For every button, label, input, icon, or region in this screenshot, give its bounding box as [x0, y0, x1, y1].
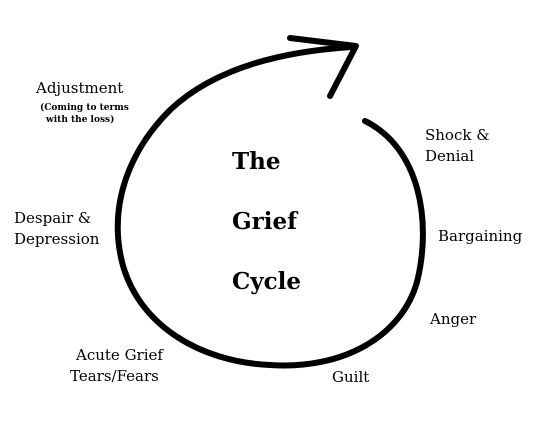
title-the: The	[232, 148, 281, 175]
stage-depression-line2: Depression	[14, 230, 100, 248]
title-cycle: Cycle	[232, 268, 302, 295]
stage-shock-denial: Shock & Denial	[425, 125, 490, 167]
stage-denial-line2: Denial	[425, 147, 475, 165]
stage-acute-line1: Acute Grief	[76, 346, 163, 364]
stage-guilt: Guilt	[332, 368, 370, 386]
stage-adjustment-note: (Coming to terms with the loss)	[40, 102, 129, 126]
adjustment-note-line2: with the loss)	[46, 115, 115, 125]
title-grief: Grief	[232, 208, 298, 235]
arrowhead-icon	[287, 35, 359, 99]
stage-adjustment: Adjustment	[36, 79, 124, 97]
stage-anger: Anger	[430, 310, 477, 328]
stage-acute-line2: Tears/Fears	[70, 367, 159, 385]
stage-acute-grief: Acute Grief Tears/Fears	[70, 345, 163, 387]
stage-shock-line1: Shock &	[425, 126, 490, 144]
cycle-arrow-path	[114, 44, 426, 369]
stage-despair-depression: Despair & Depression	[14, 208, 99, 250]
adjustment-note-line1: (Coming to terms	[40, 103, 129, 113]
stage-bargaining: Bargaining	[438, 227, 523, 245]
stage-despair-line1: Despair &	[14, 209, 92, 227]
